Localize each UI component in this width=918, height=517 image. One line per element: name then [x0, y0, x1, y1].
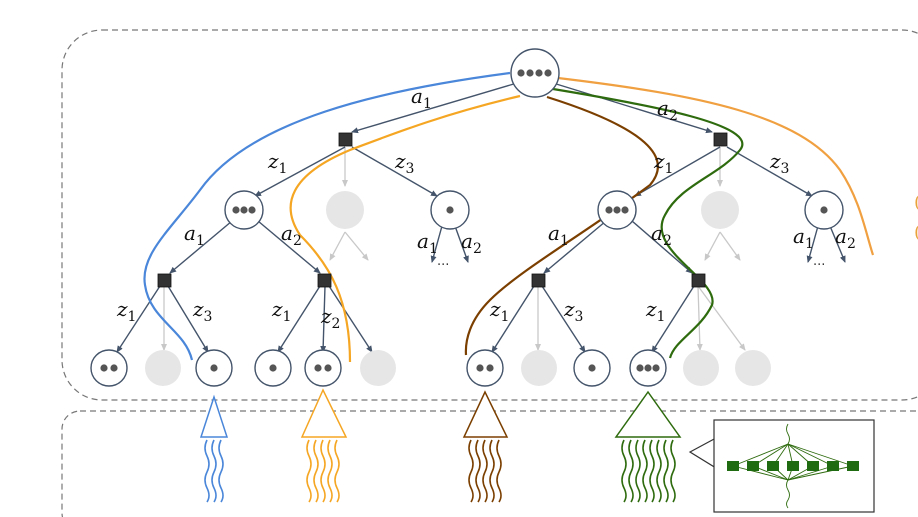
orange-network-icon: [300, 388, 348, 438]
svg-text:z1: z1: [653, 149, 673, 177]
ellipsis-right: ...: [813, 254, 825, 269]
decision-node: [531, 273, 546, 288]
label-z1-right: z1: [653, 149, 673, 177]
ellipsis-center: ...: [437, 254, 449, 269]
green-path: [552, 87, 744, 359]
label-z1-lr: z1: [489, 297, 509, 325]
svg-text:z1: z1: [267, 149, 287, 177]
label-mid-a1-left: a1: [184, 221, 205, 249]
leaf-4: [304, 349, 342, 387]
svg-text:a2: a2: [835, 224, 856, 252]
green-network-icon: [614, 390, 682, 438]
label-leaf-a1: a1: [417, 229, 438, 257]
svg-text:z3: z3: [394, 149, 414, 177]
decision-node: [317, 273, 332, 288]
network-panel: [61, 410, 918, 517]
node-dots: [100, 69, 828, 372]
wavy-inputs: [204, 439, 676, 503]
svg-text:z1: z1: [116, 297, 136, 325]
cropped-glyph: (: [914, 192, 918, 213]
svg-text:a1: a1: [184, 221, 205, 249]
label-mid-a2-left: a2: [281, 221, 302, 249]
decision-node: [338, 132, 353, 147]
label-z1-far: z1: [645, 297, 665, 325]
svg-text:a2: a2: [461, 229, 482, 257]
tree-edges: [116, 82, 846, 353]
label-z3-ll: z3: [192, 297, 212, 325]
label-mid-a2-right: a2: [651, 221, 672, 249]
edge-labels: a1 a2 z1 z3 z1 z3 a1 a2 a1 a2 a1 a2 a1 a…: [116, 84, 856, 332]
label-z3-left: z3: [394, 149, 414, 177]
brown-network-icon: [462, 390, 509, 438]
label-root-a1: a1: [411, 84, 432, 112]
svg-text:z2: z2: [320, 304, 340, 332]
label-z2-lm: z2: [320, 304, 340, 332]
decision-node: [157, 273, 172, 288]
policy-networks: [199, 388, 682, 438]
svg-text:a2: a2: [281, 221, 302, 249]
orange-path: [289, 94, 521, 363]
svg-text:z1: z1: [645, 297, 665, 325]
svg-text:z3: z3: [563, 297, 583, 325]
label-leaf-a2-right: a2: [835, 224, 856, 252]
label-z1-ll: z1: [116, 297, 136, 325]
label-z1-lm: z1: [271, 297, 291, 325]
label-z3-right: z3: [769, 149, 789, 177]
decision-node: [713, 132, 728, 147]
svg-text:z3: z3: [769, 149, 789, 177]
leaf-5: [466, 349, 504, 387]
blue-network-icon: [199, 394, 229, 438]
leaf-1: [90, 349, 128, 387]
label-root-a2: a2: [657, 96, 678, 124]
svg-text:a2: a2: [651, 221, 672, 249]
root-node: [510, 48, 560, 98]
tree-panel: [61, 29, 918, 401]
tree-nodes: [90, 48, 844, 387]
svg-text:...: ...: [813, 254, 825, 269]
svg-text:a2: a2: [657, 96, 678, 124]
label-mid-a1-right: a1: [548, 221, 569, 249]
blue-path: [143, 71, 511, 361]
network-callout: [688, 419, 875, 513]
faded-edges: [161, 147, 746, 351]
cropped-glyph: (: [914, 222, 918, 243]
label-leaf-a2: a2: [461, 229, 482, 257]
svg-text:a1: a1: [793, 224, 814, 252]
svg-text:z1: z1: [489, 297, 509, 325]
decision-nodes: [157, 132, 728, 288]
faded-nodes: [145, 191, 771, 386]
svg-text:a1: a1: [548, 221, 569, 249]
svg-text:z1: z1: [271, 297, 291, 325]
svg-text:...: ...: [437, 254, 449, 269]
label-leaf-a1-right: a1: [793, 224, 814, 252]
svg-text:a1: a1: [411, 84, 432, 112]
svg-text:a1: a1: [417, 229, 438, 257]
decision-node: [691, 273, 706, 288]
label-z1-left: z1: [267, 149, 287, 177]
orange-path-right: [557, 76, 875, 256]
label-z3-lr: z3: [563, 297, 583, 325]
svg-text:z3: z3: [192, 297, 212, 325]
brown-path: [464, 95, 659, 356]
